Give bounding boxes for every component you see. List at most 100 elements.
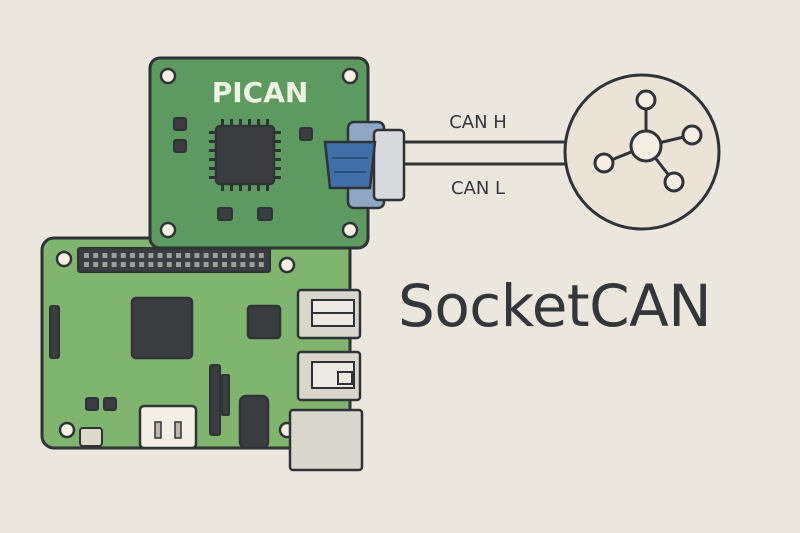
audio-jack — [238, 394, 270, 450]
chip-pin — [209, 131, 217, 134]
can-bus-lines: CAN H CAN L — [404, 112, 570, 199]
pi-mount-hole — [58, 421, 76, 439]
ribbon-connector — [209, 364, 221, 436]
gpio-pins — [84, 253, 264, 267]
gpio-pin — [157, 262, 163, 267]
chip-pin — [273, 140, 281, 143]
gpio-pin — [102, 253, 108, 258]
can-controller-chip — [214, 124, 276, 186]
gpio-pin — [231, 253, 237, 258]
ribbon-connector — [221, 374, 230, 416]
chip-pin — [273, 149, 281, 152]
smd-component — [257, 207, 273, 221]
chip-pin — [248, 119, 251, 127]
smd-component — [173, 139, 187, 153]
gpio-pin — [120, 253, 126, 258]
network-hub-icon — [593, 89, 703, 193]
gpio-pin — [166, 253, 172, 258]
gpio-pin — [258, 262, 264, 267]
diagram-title: SocketCAN — [398, 272, 712, 340]
hat-mount-hole — [341, 67, 359, 85]
chip-pin — [209, 176, 217, 179]
chip-pin — [266, 119, 269, 127]
gpio-pin — [212, 262, 218, 267]
gpio-pin — [194, 253, 200, 258]
gpio-pin — [130, 262, 135, 267]
gpio-pin — [111, 262, 117, 267]
gpio-pin — [203, 253, 209, 258]
gpio-pin — [185, 253, 191, 258]
pi-mount-hole — [278, 256, 296, 274]
chip-pins — [209, 119, 281, 191]
gpio-pin — [130, 253, 135, 258]
pi-soc-chip — [130, 296, 194, 360]
chip-pin — [221, 183, 224, 191]
gpio-pin — [166, 262, 172, 267]
gpio-pin — [203, 262, 209, 267]
pican-hat-board: PICAN — [148, 56, 406, 250]
chip-pin — [209, 158, 217, 161]
gpio-pin — [93, 253, 99, 258]
gpio-pin — [120, 262, 126, 267]
can-network-node — [563, 73, 721, 231]
chip-pin — [273, 158, 281, 161]
hat-mount-hole — [341, 221, 359, 239]
db9-connector — [323, 120, 406, 210]
chip-pin — [209, 149, 217, 152]
gpio-pin — [212, 253, 218, 258]
raspberry-pi-board — [40, 236, 364, 472]
smd-component — [103, 397, 117, 411]
gpio-pin — [240, 262, 246, 267]
gpio-pin — [176, 262, 181, 267]
smd-component — [173, 117, 187, 131]
chip-pin — [221, 119, 224, 127]
ethernet-port — [288, 408, 364, 472]
gpio-pin — [194, 262, 200, 267]
gpio-pin — [84, 262, 89, 267]
hat-board-label: PICAN — [212, 76, 309, 109]
gpio-pin — [93, 262, 99, 267]
chip-pin — [273, 131, 281, 134]
gpio-pin — [222, 253, 227, 258]
chip-pin — [273, 176, 281, 179]
power-port — [79, 427, 103, 447]
hat-mount-hole — [159, 221, 177, 239]
smd-component — [299, 127, 313, 141]
gpio-pin — [176, 253, 181, 258]
smd-component — [217, 207, 233, 221]
gpio-pin — [240, 253, 246, 258]
gpio-pin — [258, 253, 264, 258]
gpio-pin — [231, 262, 237, 267]
can-l-label: CAN L — [451, 178, 505, 199]
gpio-pin — [139, 253, 145, 258]
chip-pin — [248, 183, 251, 191]
gpio-pin — [249, 253, 255, 258]
gpio-pin — [111, 253, 117, 258]
pi-small-chip — [246, 304, 282, 340]
gpio-pin — [222, 262, 227, 267]
can-h-label: CAN H — [449, 112, 507, 133]
gpio-pin — [139, 262, 145, 267]
chip-pin — [266, 183, 269, 191]
chip-pin — [209, 167, 217, 170]
chip-pin — [209, 140, 217, 143]
hdmi-port — [138, 404, 198, 450]
chip-pin — [257, 119, 260, 127]
chip-pin — [230, 119, 233, 127]
gpio-pin — [185, 262, 191, 267]
gpio-pin — [84, 253, 89, 258]
chip-pin — [273, 167, 281, 170]
hat-mount-hole — [159, 67, 177, 85]
gpio-pin — [148, 253, 154, 258]
gpio-header — [77, 247, 271, 273]
chip-pin — [239, 183, 242, 191]
pi-mount-hole — [55, 250, 73, 268]
gpio-pin — [249, 262, 255, 267]
chip-pin — [239, 119, 242, 127]
chip-pin — [257, 183, 260, 191]
gpio-pin — [157, 253, 163, 258]
gpio-pin — [102, 262, 108, 267]
display-connector — [49, 305, 60, 359]
